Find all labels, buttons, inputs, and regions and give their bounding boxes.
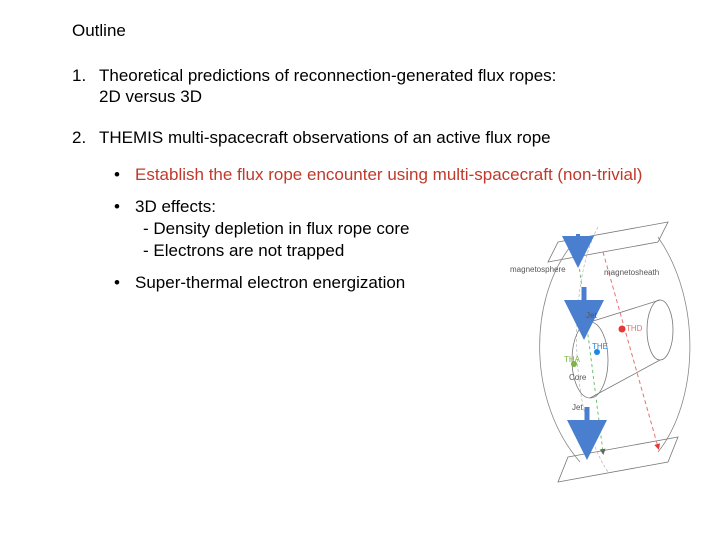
tha-spacecraft-dot — [571, 361, 577, 367]
the-spacecraft-dot — [594, 349, 600, 355]
bullet-2-sub-2: - Electrons are not trapped — [143, 241, 345, 260]
magnetopause-plane-bottom — [557, 436, 679, 483]
bullet-marker: • — [114, 165, 120, 184]
outline-item-1-text-line2: 2D versus 3D — [99, 87, 202, 106]
spacecraft-trajectory — [577, 256, 606, 455]
jet-label-bottom: Jet — [572, 403, 583, 412]
core-label: Core — [569, 373, 587, 382]
tha-label: THA — [564, 355, 581, 364]
bullet-2-text: 3D effects: — [135, 197, 216, 216]
magnetosphere-label: magnetosphere — [510, 265, 566, 274]
thd-label: THD — [626, 324, 643, 333]
thd-spacecraft-dot — [618, 325, 626, 333]
outline-item-2-number: 2. — [72, 128, 87, 147]
magnetosheath-label: magnetosheath — [604, 268, 659, 277]
the-label: THE — [592, 342, 608, 351]
field-line-loop — [539, 246, 581, 463]
outline-item-2-text: THEMIS multi-spacecraft observations of … — [99, 128, 551, 147]
bullet-3-text: Super-thermal electron energization — [135, 273, 406, 292]
flux-rope-end-far — [646, 299, 674, 361]
outline-item-1-text: Theoretical predictions of reconnection-… — [99, 66, 557, 85]
magnetopause-plane-top — [547, 221, 669, 263]
bullet-marker: • — [114, 197, 120, 216]
slide-title: Outline — [72, 21, 126, 40]
magnetosheath-line — [602, 251, 661, 450]
outline-item-1-number: 1. — [72, 66, 87, 85]
bullet-1-text: Establish the flux rope encounter using … — [135, 165, 643, 184]
jet-label-top: Jet — [586, 311, 597, 320]
bullet-marker: • — [114, 273, 120, 292]
field-line-loop — [657, 236, 691, 453]
flux-rope-diagram: magnetosphere magnetosheath Jet THD THE … — [510, 221, 691, 483]
bullet-2-sub-1: - Density depletion in flux rope core — [143, 219, 410, 238]
